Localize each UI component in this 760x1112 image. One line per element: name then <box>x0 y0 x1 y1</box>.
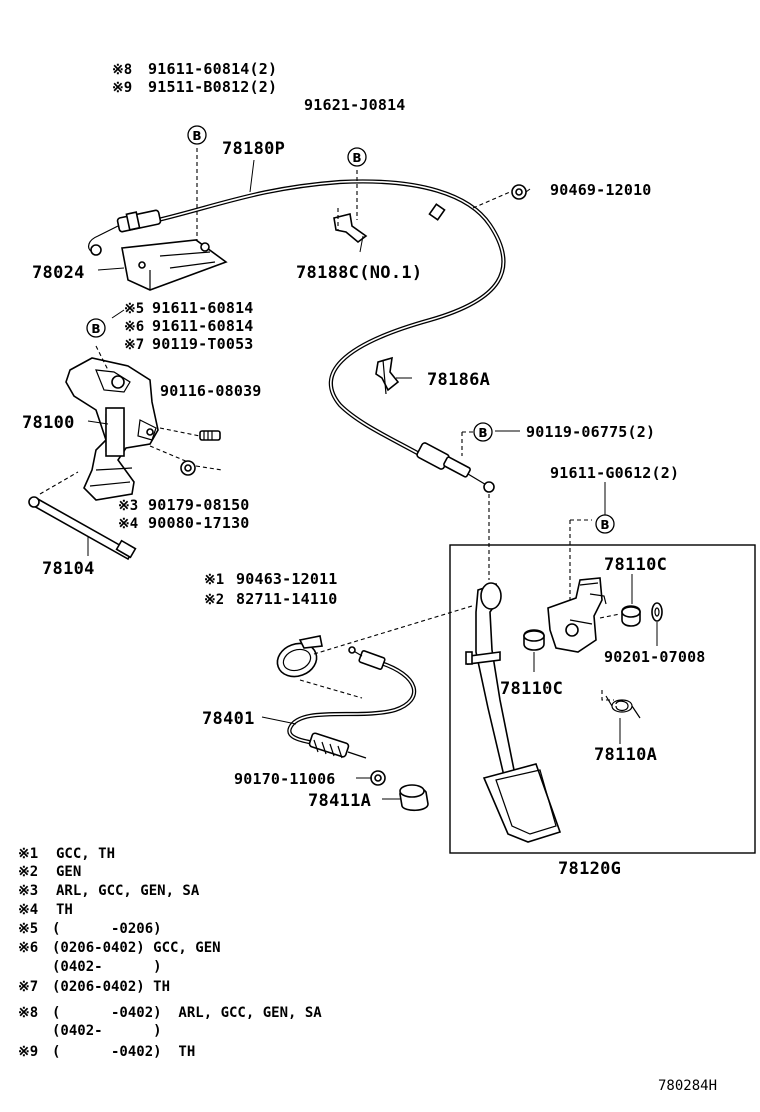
label-part-numbers-p90469: 90469-12010 <box>550 181 652 199</box>
label-notes-0-text: GCC, TH <box>56 846 115 862</box>
label-notes-7-text2: (0402- ) <box>52 1023 162 1039</box>
nut-90170 <box>370 770 386 786</box>
label-labels-p78186A: 78186A <box>427 370 490 390</box>
label-part-numbers-p90201: 90201-07008 <box>604 648 706 666</box>
label-part-numbers-n6-91611-text: 91611-60814 <box>152 317 254 335</box>
label-notes-6-mark: ※7 <box>18 979 38 995</box>
label-part-numbers-n9-91511-text: 91511-B0812(2) <box>148 78 277 96</box>
label-labels-p78110C-mid: 78110C <box>500 679 563 699</box>
bolt-90116 <box>159 427 221 441</box>
label-labels-p78104: 78104 <box>42 559 95 579</box>
bracket-78024 <box>121 239 228 291</box>
nut-90179 <box>149 445 223 476</box>
label-labels-p78024: 78024 <box>32 263 85 283</box>
callout-B-top: B <box>187 125 207 145</box>
band-clamp <box>276 635 323 678</box>
label-notes-7-mark: ※8 <box>18 1005 38 1021</box>
label-part-numbers-p90170: 90170-11006 <box>234 770 336 788</box>
label-part-numbers-n4-90080-mark: ※4 <box>118 516 138 532</box>
label-labels-p78180P: 78180P <box>222 139 285 159</box>
label-notes-5-text: (0206-0402) GCC, GEN <box>52 940 221 956</box>
accelerator-pedal <box>465 582 562 843</box>
note-mark: ※8 <box>112 62 132 78</box>
bushing-78110C-left <box>523 629 545 651</box>
label-part-numbers-p91611-G0612: 91611-G0612(2) <box>550 464 679 482</box>
label-part-numbers-n5-91611-mark: ※5 <box>124 301 144 317</box>
label-part-numbers-n2-82711-mark: ※2 <box>204 592 224 608</box>
cable-78401 <box>287 646 417 759</box>
diagram-code: 780284H <box>658 1078 717 1094</box>
label-text: ※8 <box>112 62 132 78</box>
pedal-assembly-box <box>449 544 756 854</box>
label-labels-p78411A: 78411A <box>308 791 371 811</box>
label-part-numbers-p90119-06775: 90119-06775(2) <box>526 423 655 441</box>
label-callout-letter: B <box>192 129 201 143</box>
accelerator-cable-78180P <box>88 179 506 493</box>
label-labels-p78401: 78401 <box>202 709 255 729</box>
label-labels-p78110A: 78110A <box>594 745 657 765</box>
label-part-numbers-n1-90463-mark: ※1 <box>204 572 224 588</box>
bushing-78110C-right <box>621 605 641 627</box>
label-callout-letter: B <box>600 518 609 532</box>
link-assembly-78100 <box>65 357 159 501</box>
label-part-numbers-n6-91611-mark: ※6 <box>124 319 144 335</box>
clamp-78186A <box>375 356 400 395</box>
label-labels-p78188C: 78188C(NO.1) <box>296 263 422 283</box>
label-notes-1-text: GEN <box>56 864 81 880</box>
label-labels-p78100: 78100 <box>22 413 75 433</box>
label-part-numbers-p91621: 91621-J0814 <box>304 96 406 114</box>
grommet-90469 <box>511 184 527 200</box>
label-part-numbers-n2-82711-text: 82711-14110 <box>236 590 338 608</box>
label-notes-2-mark: ※3 <box>18 883 38 899</box>
note-mark: ※9 <box>112 80 132 96</box>
label-notes-7-text: ( -0402) ARL, GCC, GEN, SA <box>52 1005 322 1021</box>
pedal-bracket-78110C <box>547 577 607 653</box>
label-part-numbers-p90116: 90116-08039 <box>160 382 262 400</box>
callout-B-91621: B <box>347 147 367 167</box>
spring-78110A <box>605 695 641 719</box>
label-notes-1-mark: ※2 <box>18 864 38 880</box>
label-part-numbers-n7-90119-mark: ※7 <box>124 337 144 353</box>
label-part-numbers-n3-90179-text: 90179-08150 <box>148 496 250 514</box>
label-part-numbers-n7-90119-text: 90119-T0053 <box>152 335 254 353</box>
label-notes-4-mark: ※5 <box>18 921 38 937</box>
label-notes-5-mark: ※6 <box>18 940 38 956</box>
label-callout-letter: B <box>352 151 361 165</box>
leader-lines <box>87 159 658 800</box>
label-notes-5-text2: (0402- ) <box>52 959 162 975</box>
label-notes-3-text: TH <box>56 902 73 918</box>
cap-78411A <box>399 784 429 812</box>
callout-B-pedal: B <box>595 514 615 534</box>
callout-B-90119: B <box>473 422 493 442</box>
label-part-numbers-n3-90179-mark: ※3 <box>118 498 138 514</box>
label-text: ※9 <box>112 80 132 96</box>
washer-90201 <box>651 602 663 622</box>
label-part-numbers-n8-91611-text: 91611-60814(2) <box>148 60 277 78</box>
label-notes-2-text: ARL, GCC, GEN, SA <box>56 883 200 899</box>
label-notes-6-text: (0206-0402) TH <box>52 979 170 995</box>
label-notes-8-mark: ※9 <box>18 1044 38 1060</box>
label-notes-3-mark: ※4 <box>18 902 38 918</box>
label-part-numbers-n5-91611-text: 91611-60814 <box>152 299 254 317</box>
label-labels-p78120G: 78120G <box>558 859 621 879</box>
callout-B-link: B <box>86 318 106 338</box>
label-callout-letter: B <box>91 322 100 336</box>
label-part-numbers-n4-90080-text: 90080-17130 <box>148 514 250 532</box>
label-notes-4-text: ( -0206) <box>52 921 162 937</box>
label-callout-letter: B <box>478 426 487 440</box>
rod-78104 <box>28 471 137 561</box>
notes-list: ※1 GCC, TH ※2 GEN ※3 ARL, GCC, GEN, SA ※… <box>18 846 322 1060</box>
label-notes-0-mark: ※1 <box>18 846 38 862</box>
clamp-78188C <box>333 213 368 244</box>
label-part-numbers-n1-90463-text: 90463-12011 <box>236 570 338 588</box>
label-notes-8-text: ( -0402) TH <box>52 1044 195 1060</box>
label-labels-p78110C-top: 78110C <box>604 555 667 575</box>
